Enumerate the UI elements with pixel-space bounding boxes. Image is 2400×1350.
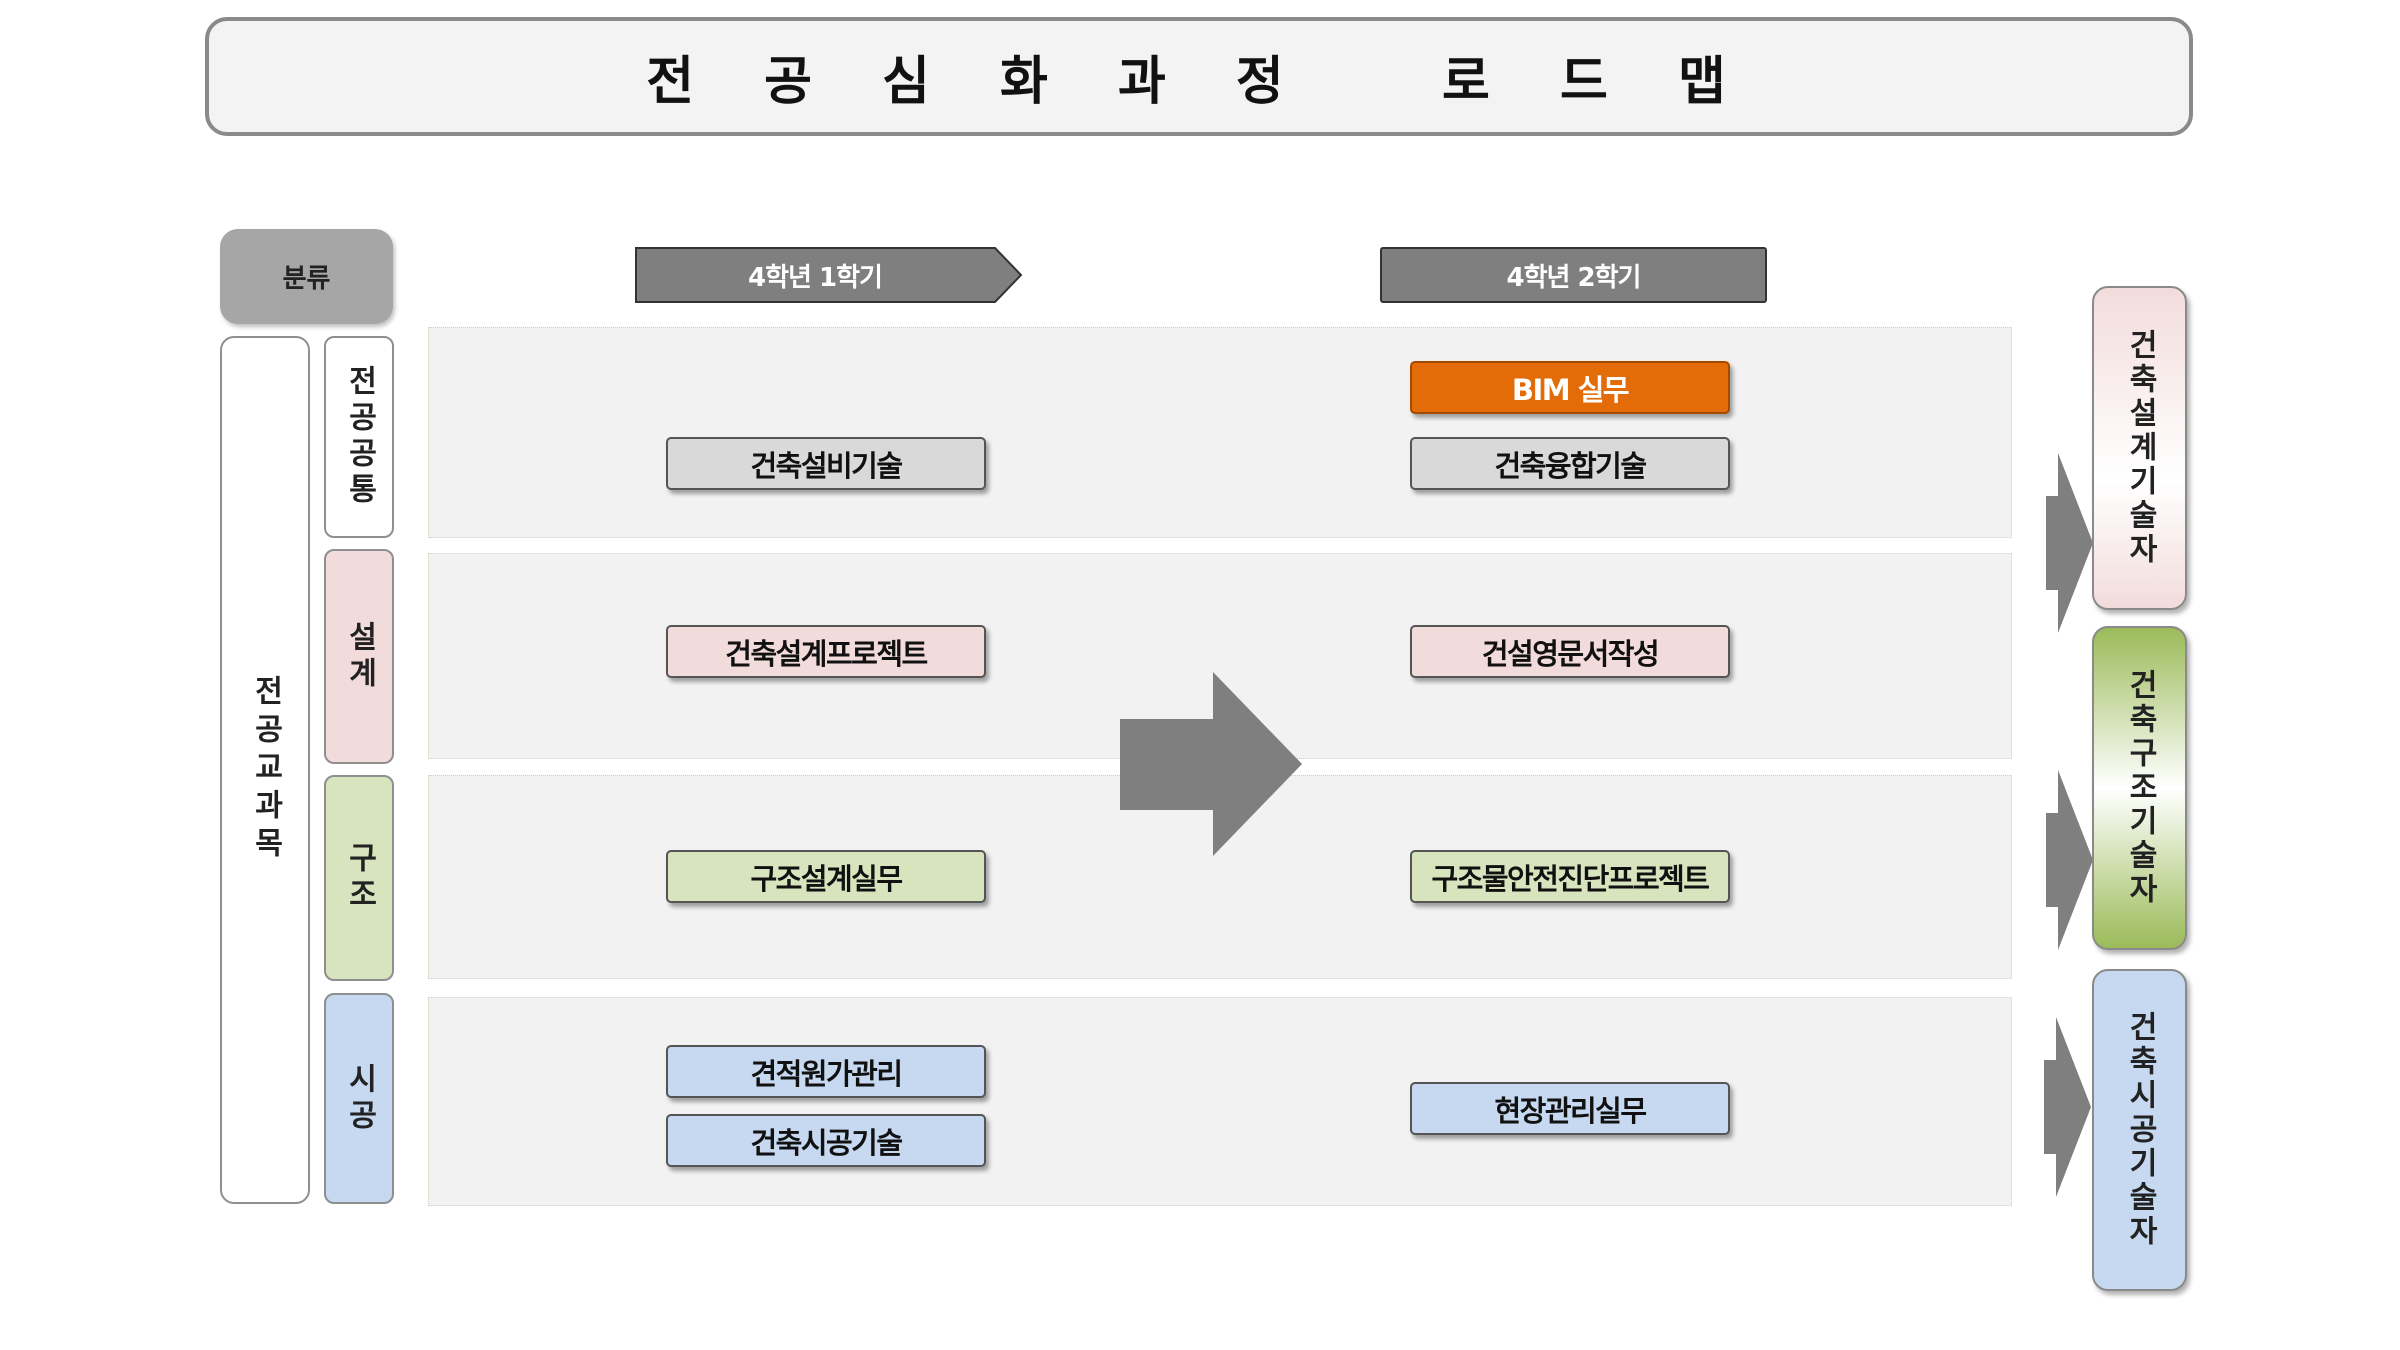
subcategory-design: 설계 <box>324 549 394 764</box>
row-band-common <box>428 327 2012 538</box>
course-structural-design-practice: 구조설계실무 <box>666 850 986 903</box>
course-bim-practice: BIM 실무 <box>1410 361 1730 414</box>
subcategory-structure: 구조 <box>324 775 394 981</box>
course-construction-technology: 건축시공기술 <box>666 1114 986 1167</box>
career-arrow-structure <box>2046 770 2093 950</box>
course-architectural-convergence: 건축융합기술 <box>1410 437 1730 490</box>
progression-arrow <box>1120 672 1302 856</box>
subcategory-construction: 시공 <box>324 993 394 1204</box>
course-site-management-practice: 현장관리실무 <box>1410 1082 1730 1135</box>
career-label: 건축시공기술자 <box>2122 1011 2158 1249</box>
outer-category-label: 전공교과목 <box>248 675 283 865</box>
subcategory-label: 전공공통 <box>342 365 377 509</box>
career-label: 건축구조기술자 <box>2122 669 2158 907</box>
title-banner: 전 공 심 화 과 정 로 드 맵 <box>205 17 2193 136</box>
subcategory-label: 구조 <box>342 842 377 914</box>
course-cost-estimation: 견적원가관리 <box>666 1045 986 1098</box>
outer-category: 전공교과목 <box>220 336 310 1204</box>
classification-header: 분류 <box>220 229 393 324</box>
subcategory-label: 설계 <box>342 620 377 693</box>
course-english-document-writing: 건설영문서작성 <box>1410 625 1730 678</box>
row-band-construction <box>428 997 2012 1206</box>
career-label: 건축설계기술자 <box>2122 329 2158 567</box>
page-title: 전 공 심 화 과 정 로 드 맵 <box>646 52 1752 112</box>
career-architectural-design-engineer: 건축설계기술자 <box>2092 286 2187 610</box>
subcategory-common: 전공공통 <box>324 336 394 538</box>
semester1-header-arrow <box>635 247 1023 303</box>
career-arrow-design <box>2046 453 2093 633</box>
career-architectural-construction-engineer: 건축시공기술자 <box>2092 969 2187 1291</box>
course-building-services: 건축설비기술 <box>666 437 986 490</box>
course-design-project: 건축설계프로젝트 <box>666 625 986 678</box>
course-structural-safety-diagnosis-project: 구조물안전진단프로젝트 <box>1410 850 1730 903</box>
semester1-label: 4학년 1학기 <box>748 262 883 293</box>
subcategory-label: 시공 <box>342 1062 377 1135</box>
career-architectural-structure-engineer: 건축구조기술자 <box>2092 626 2187 950</box>
career-arrow-construction <box>2044 1017 2091 1197</box>
semester2-label: 4학년 2학기 <box>1380 247 1767 303</box>
